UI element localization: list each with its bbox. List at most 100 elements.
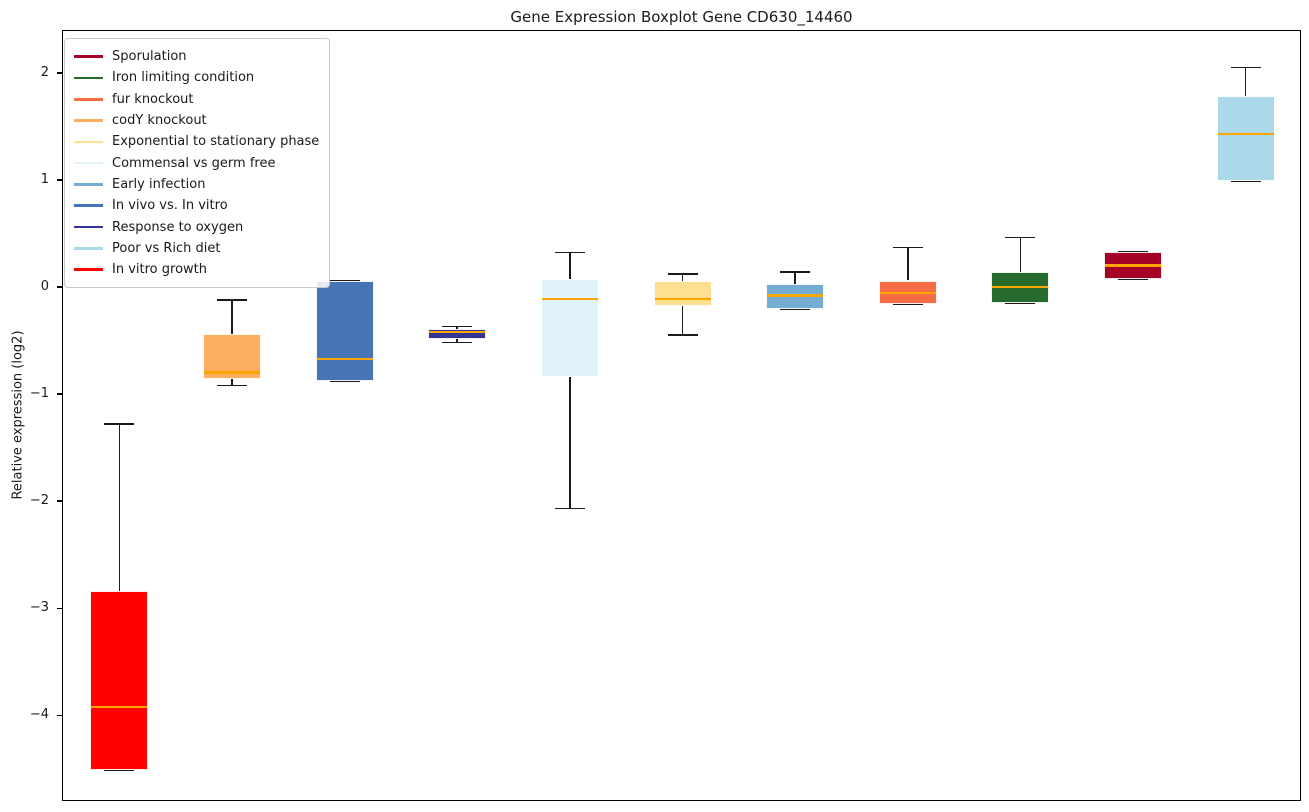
median-line	[1217, 132, 1274, 135]
whisker-upper-line	[906, 247, 909, 281]
legend-item: In vitro growth	[74, 259, 319, 280]
legend-line-swatch	[74, 225, 103, 229]
legend-item: Iron limiting condition	[74, 67, 319, 88]
whisker-lower-line	[456, 339, 459, 343]
median-line	[1105, 264, 1162, 267]
box-iqr	[428, 328, 487, 340]
whisker-lower-cap	[1118, 278, 1149, 281]
whisker-lower-cap	[104, 769, 135, 771]
median-line	[91, 705, 148, 708]
legend-line-swatch	[74, 76, 103, 80]
y-tick-label: 0	[40, 279, 49, 294]
whisker-upper-cap	[1005, 236, 1036, 239]
y-tick-label: −4	[29, 707, 49, 723]
legend-item-label: Iron limiting condition	[112, 70, 255, 86]
whisker-upper-cap	[554, 251, 585, 254]
whisker-upper-cap	[892, 246, 923, 249]
legend-item: Early infection	[74, 174, 319, 195]
y-tick-mark	[57, 72, 62, 74]
legend-item: Exponential to stationary phase	[74, 131, 319, 152]
whisker-lower-cap	[780, 308, 811, 311]
legend-line-swatch	[74, 140, 103, 144]
whisker-lower-cap	[1005, 302, 1036, 304]
legend-item-label: In vitro growth	[112, 262, 207, 278]
whisker-lower-line	[231, 379, 233, 386]
whisker-upper-line	[231, 299, 233, 335]
legend-item: Poor vs Rich diet	[74, 238, 319, 259]
median-line	[879, 292, 936, 295]
whisker-upper-line	[681, 274, 684, 281]
y-tick-label: −1	[29, 386, 49, 402]
whisker-lower-cap	[442, 341, 473, 344]
whisker-lower-cap	[554, 507, 585, 510]
y-tick-mark	[57, 500, 62, 502]
box-iqr	[540, 279, 599, 377]
box-iqr	[315, 280, 374, 382]
legend-item-label: codY knockout	[112, 113, 207, 129]
legend-line-swatch	[74, 55, 103, 58]
box-iqr	[653, 280, 712, 307]
y-tick-mark	[57, 393, 62, 395]
y-tick-mark	[57, 179, 62, 181]
median-line	[203, 371, 260, 374]
whisker-upper-line	[118, 423, 121, 592]
whisker-lower-cap	[1230, 180, 1261, 182]
median-line	[316, 357, 373, 360]
legend-item-label: In vivo vs. In vitro	[112, 198, 228, 214]
legend-line-swatch	[74, 247, 103, 250]
whisker-upper-line	[569, 252, 571, 280]
whisker-upper-line	[456, 326, 459, 329]
y-tick-mark	[57, 714, 62, 717]
legend-line-swatch	[74, 161, 103, 165]
y-tick-label: −3	[29, 600, 49, 616]
median-line	[654, 297, 711, 300]
whisker-lower-cap	[667, 334, 698, 336]
legend-item: codY knockout	[74, 110, 319, 131]
legend-item-label: fur knockout	[112, 91, 194, 107]
legend-item-label: Sporulation	[112, 49, 187, 65]
legend-line-swatch	[74, 204, 103, 208]
legend-item-label: Exponential to stationary phase	[112, 134, 320, 150]
y-tick-label: 1	[40, 171, 49, 187]
y-tick-label: 2	[40, 64, 49, 80]
legend-item: Response to oxygen	[74, 216, 319, 237]
whisker-upper-line	[794, 271, 796, 284]
whisker-lower-cap	[329, 380, 360, 382]
median-line	[429, 330, 486, 333]
legend-item-label: Commensal vs germ free	[112, 155, 276, 171]
whisker-lower-cap	[216, 384, 247, 387]
whisker-lower-cap	[892, 303, 923, 305]
y-tick-mark	[57, 607, 62, 609]
whisker-upper-cap	[104, 423, 135, 425]
legend-line-swatch	[74, 119, 103, 122]
legend-item-label: Response to oxygen	[112, 219, 244, 235]
y-tick-label: −2	[29, 493, 49, 509]
whisker-upper-line	[1244, 67, 1247, 97]
legend-line-swatch	[74, 183, 103, 186]
box-iqr	[90, 591, 149, 770]
legend-item: Commensal vs germ free	[74, 152, 319, 173]
chart-title: Gene Expression Boxplot Gene CD630_14460	[510, 8, 853, 26]
legend-line-swatch	[74, 97, 103, 101]
y-tick-mark	[57, 286, 62, 288]
median-line	[541, 297, 598, 300]
whisker-upper-cap	[216, 298, 247, 301]
whisker-upper-cap	[667, 273, 698, 275]
whisker-upper-line	[1019, 237, 1022, 272]
whisker-upper-cap	[780, 271, 811, 273]
whisker-lower-line	[569, 376, 571, 509]
legend-item-label: Poor vs Rich diet	[112, 240, 221, 256]
whisker-upper-cap	[1230, 66, 1261, 69]
legend-item: Sporulation	[74, 46, 319, 67]
y-axis-label: Relative expression (log2)	[10, 330, 26, 500]
legend-item: In vivo vs. In vitro	[74, 195, 319, 216]
whisker-lower-line	[681, 306, 684, 336]
legend-item-label: Early infection	[112, 176, 206, 192]
whisker-upper-cap	[442, 325, 473, 328]
box-iqr	[1216, 96, 1275, 181]
legend-line-swatch	[74, 268, 103, 271]
median-line	[992, 285, 1049, 289]
median-line	[767, 294, 824, 297]
